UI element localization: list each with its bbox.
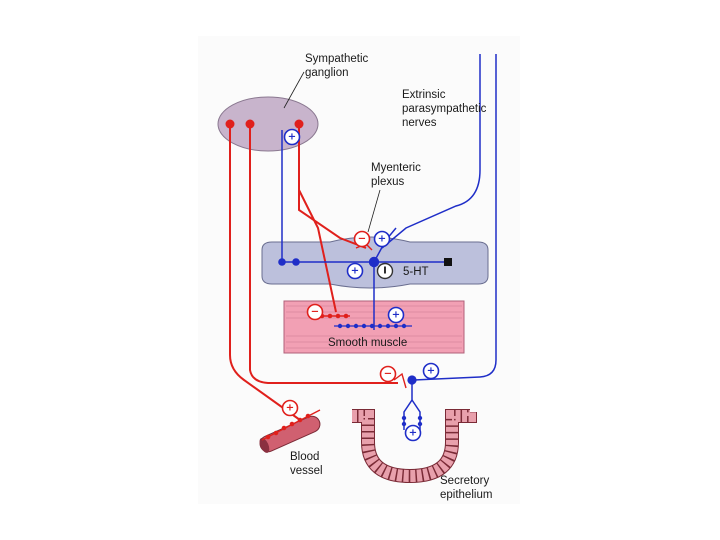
sign-plus-vessel: + [283,401,298,416]
plexus-neuron-center [369,257,379,267]
svg-text:−: − [311,307,319,318]
svg-text:−: − [384,369,392,380]
label-5ht: 5-HT [403,266,429,278]
sign-interneuron: I [378,264,393,279]
sign-minus-secretory: − [381,367,396,382]
svg-text:I: I [383,266,387,277]
svg-text:+: + [288,132,296,143]
ganglion-neuron-1 [226,120,235,129]
sign-plus-plexus-left: + [348,264,363,279]
ganglion-neuron-2 [246,120,255,129]
sign-minus-plexus: − [355,232,370,247]
svg-text:+: + [351,266,359,277]
svg-text:+: + [286,403,294,414]
plexus-neuron-left-2 [292,258,300,266]
sign-plus-plexus-top: + [375,232,390,247]
svg-text:−: − [358,234,366,245]
secretomotor-neuron [407,375,416,384]
svg-text:+: + [378,234,386,245]
sign-plus-ganglion: + [285,130,300,145]
sign-plus-secretory-bottom: + [406,426,421,441]
plexus-neuron-left [278,258,286,266]
sign-plus-muscle: + [389,308,404,323]
svg-text:+: + [427,366,435,377]
label-smooth-muscle: Smooth muscle [328,337,407,349]
sign-minus-muscle: − [308,305,323,320]
serotonin-neuron [444,258,452,266]
ganglion-neuron-3 [295,120,304,129]
sign-plus-secretory-top: + [424,364,439,379]
svg-text:+: + [409,428,417,439]
svg-text:+: + [392,310,400,321]
